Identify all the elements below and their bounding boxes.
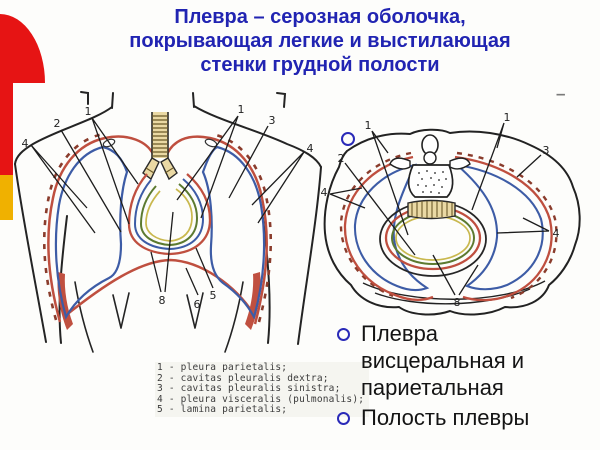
trachea xyxy=(142,112,178,181)
legend-line-4: 4 - pleura visceralis (pulmonalis); xyxy=(157,393,365,405)
diagram-label-4: 4 xyxy=(22,137,29,150)
bullet-circle-icon xyxy=(337,412,350,425)
leader-lines xyxy=(329,122,550,296)
diagram-label-4: 4 xyxy=(553,227,560,240)
slide-title: Плевра – серозная оболочка, покрывающая … xyxy=(80,5,560,77)
esophagus-band xyxy=(407,199,456,220)
bullet-circle-icon xyxy=(337,328,350,341)
decor-red-bar xyxy=(0,82,13,175)
latin-legend: 1 - pleura parietalis; 2 - cavitas pleur… xyxy=(155,362,369,417)
bullet-list: Плевра висцеральная и париетальная Полос… xyxy=(333,320,565,434)
title-line-2: покрывающая легкие и выстилающая xyxy=(129,30,511,52)
leader-lines xyxy=(30,115,305,296)
bullet-text-pleura: Плевра висцеральная и париетальная xyxy=(361,321,525,400)
diagram-label-8: 8 xyxy=(159,294,166,307)
diagram-label-2: 2 xyxy=(338,152,345,165)
rib-marks xyxy=(339,151,558,300)
legend-line-5: 5 - lamina parietalis; xyxy=(157,404,288,416)
decor-red-quarter-circle xyxy=(0,14,45,83)
transverse-thorax-diagram: 1 2 4 1 3 4 8 xyxy=(321,111,581,316)
vertebra xyxy=(389,134,471,198)
diagram-label-4: 4 xyxy=(321,186,328,199)
diagram-label-1: 1 xyxy=(238,103,245,116)
diagram-label-2: 2 xyxy=(54,117,61,130)
title-line-3: стенки грудной полости xyxy=(200,54,440,76)
diagram-label-3: 3 xyxy=(269,114,276,127)
lung-visceral-pleura xyxy=(54,145,266,320)
legend-line-3: 3 - cavitas pleuralis sinistra; xyxy=(157,383,341,395)
legend-line-2: 2 - cavitas pleuralis dextra; xyxy=(157,372,329,384)
bullet-circle-icon xyxy=(341,132,355,146)
rib-marks xyxy=(42,132,273,323)
bullet-text-cavity: Полость плевры xyxy=(361,405,530,430)
list-item: Плевра висцеральная и париетальная xyxy=(333,320,565,401)
diagram-label-4: 4 xyxy=(307,142,314,155)
top-right-dash: – xyxy=(556,84,566,103)
legend-line-1: 1 - pleura parietalis; xyxy=(157,362,288,373)
decor-yellow-bar xyxy=(0,175,13,220)
diagram-label-5: 5 xyxy=(210,289,217,302)
diagram-label-1: 1 xyxy=(504,111,511,124)
frontal-diagram-labels: 2 1 1 3 4 4 8 6 5 xyxy=(22,103,314,311)
vertebra-stipple xyxy=(417,170,447,194)
diagram-label-3: 3 xyxy=(543,144,550,157)
diagram-label-1: 1 xyxy=(85,105,92,118)
parietal-pleura-line xyxy=(343,155,553,302)
title-line-1: Плевра – серозная оболочка, xyxy=(174,6,466,28)
list-item: Полость плевры xyxy=(333,404,565,431)
diagram-label-8: 8 xyxy=(454,296,461,309)
costophrenic-recess xyxy=(57,272,261,330)
diagram-label-6: 6 xyxy=(194,298,201,311)
frontal-thorax-diagram: 2 1 1 3 4 4 8 6 5 xyxy=(14,91,322,353)
transverse-diagram-labels: 1 2 4 1 3 4 8 xyxy=(321,111,560,309)
diagram-label-1: 1 xyxy=(365,119,372,132)
